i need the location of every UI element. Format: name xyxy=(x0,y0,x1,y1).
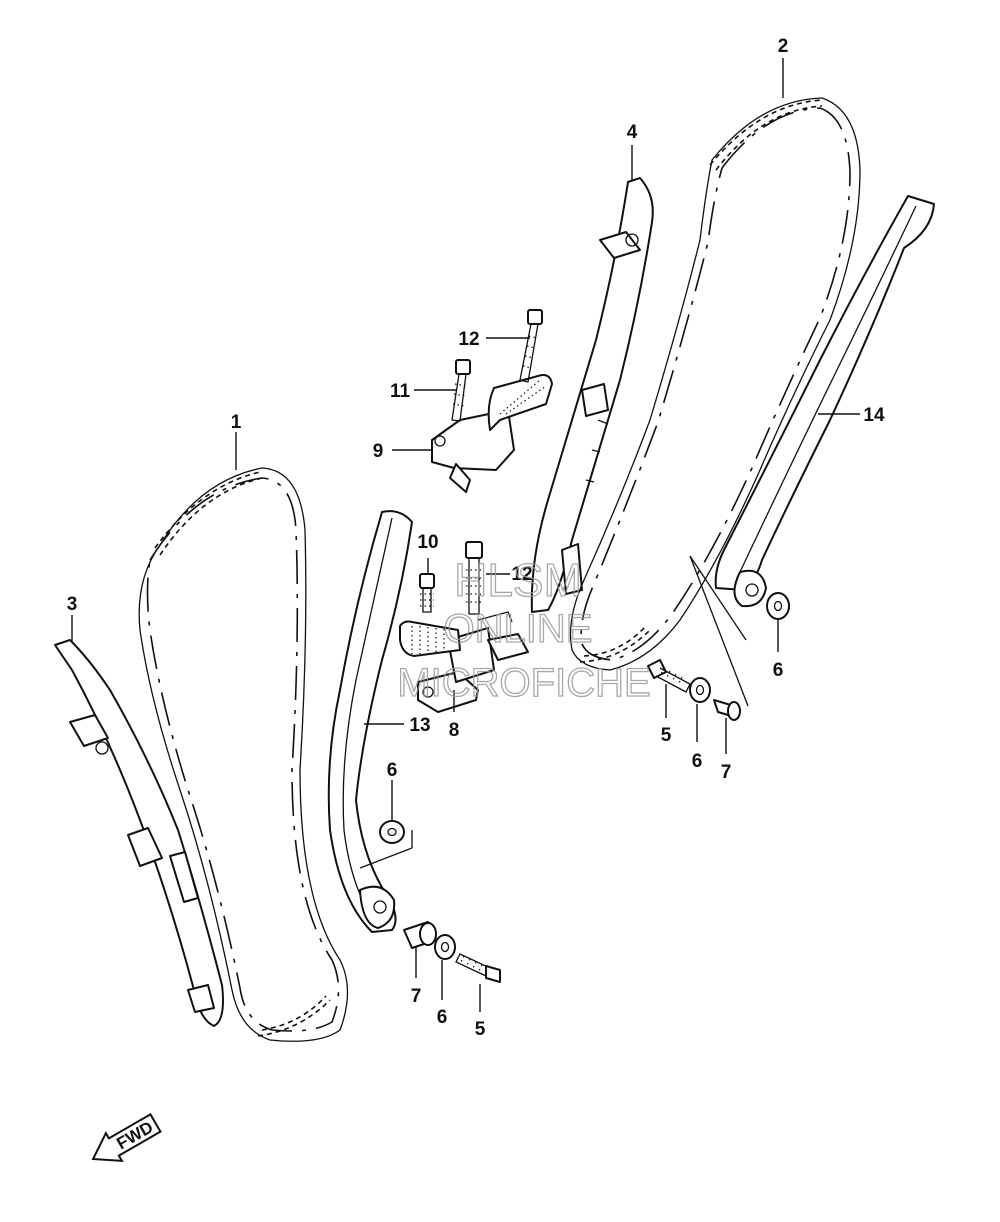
part-13-tensioner-guide[interactable] xyxy=(327,510,413,933)
callout-labels: 1 2 3 4 5 5 6 6 6 6 7 7 8 9 10 11 12 12 … xyxy=(67,36,885,1040)
part-7-spacer-right[interactable] xyxy=(713,699,741,721)
part-6-washer-center-lower[interactable] xyxy=(434,934,456,960)
watermark-line-2: ONLINE xyxy=(444,607,593,651)
part-12-bolt-lower[interactable] xyxy=(465,541,483,615)
part-1-cam-chain-left[interactable] xyxy=(138,467,349,1042)
part-4-chain-guide-right[interactable] xyxy=(530,177,654,613)
watermark-line-3: MICROFICHE xyxy=(397,661,650,705)
callout-5-center: 5 xyxy=(475,1019,486,1040)
part-6-washer-upper-right[interactable] xyxy=(766,592,790,620)
callout-7-right: 7 xyxy=(721,762,732,783)
callout-3: 3 xyxy=(67,594,78,615)
reference-lines-center xyxy=(359,830,413,869)
part-6-washer-center-upper[interactable] xyxy=(379,820,405,844)
part-10-bolt[interactable] xyxy=(419,573,435,613)
callout-12-upper: 12 xyxy=(458,329,479,350)
reference-lines-right xyxy=(689,555,749,707)
callout-9: 9 xyxy=(373,441,384,462)
callout-10: 10 xyxy=(417,532,438,553)
watermark-line-1: HLSM xyxy=(454,554,582,606)
part-7-spacer-center[interactable] xyxy=(403,921,437,949)
part-2-cam-chain-right[interactable] xyxy=(569,97,861,671)
callout-6-right-upper: 6 xyxy=(773,660,784,681)
part-12-bolt-upper[interactable] xyxy=(519,309,543,383)
callout-8: 8 xyxy=(449,720,460,741)
callout-5-right: 5 xyxy=(661,725,672,746)
part-3-chain-guide-left[interactable] xyxy=(54,639,224,1027)
watermark: HLSM ONLINE MICROFICHE xyxy=(397,553,652,705)
callout-11: 11 xyxy=(390,381,411,402)
leader-lines xyxy=(71,58,860,1012)
callout-6-right-lower: 6 xyxy=(692,751,703,772)
part-9-chain-tensioner-upper[interactable] xyxy=(431,374,553,493)
part-11-bolt[interactable] xyxy=(451,359,471,422)
callout-12-lower: 12 xyxy=(511,564,532,585)
fwd-arrow-icon: FWD xyxy=(91,1112,162,1162)
part-14-chain-guide-rear[interactable] xyxy=(714,195,935,608)
callout-2: 2 xyxy=(778,36,789,57)
callout-14: 14 xyxy=(863,405,885,426)
callout-7-center: 7 xyxy=(411,986,422,1007)
callout-6-center-upper: 6 xyxy=(387,760,398,781)
callout-4: 4 xyxy=(627,122,638,143)
part-8-chain-tensioner[interactable] xyxy=(399,611,529,713)
callout-1: 1 xyxy=(231,412,242,433)
part-5-bolt-center[interactable] xyxy=(455,953,501,983)
callout-6-center-lower: 6 xyxy=(437,1007,448,1028)
callout-13: 13 xyxy=(409,715,430,736)
part-6-washer-right[interactable] xyxy=(689,677,711,703)
part-5-bolt-right[interactable] xyxy=(647,659,691,693)
